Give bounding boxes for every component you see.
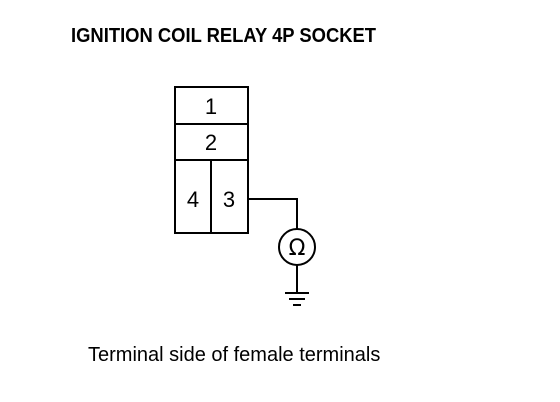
terminal-4-label: 4 (187, 187, 199, 212)
relay-socket (174, 86, 249, 234)
ground-icon (285, 292, 309, 306)
test-lead-wire (248, 198, 298, 229)
terminal-1-label: 1 (205, 94, 217, 119)
ohm-symbol: Ω (289, 236, 306, 261)
ohmmeter-icon: Ω (278, 228, 316, 266)
diagram-caption: Terminal side of female terminals (88, 344, 381, 366)
terminal-2-label: 2 (205, 130, 217, 155)
terminal-3-label: 3 (223, 187, 235, 212)
diagram-title: IGNITION COIL RELAY 4P SOCKET (71, 25, 377, 47)
